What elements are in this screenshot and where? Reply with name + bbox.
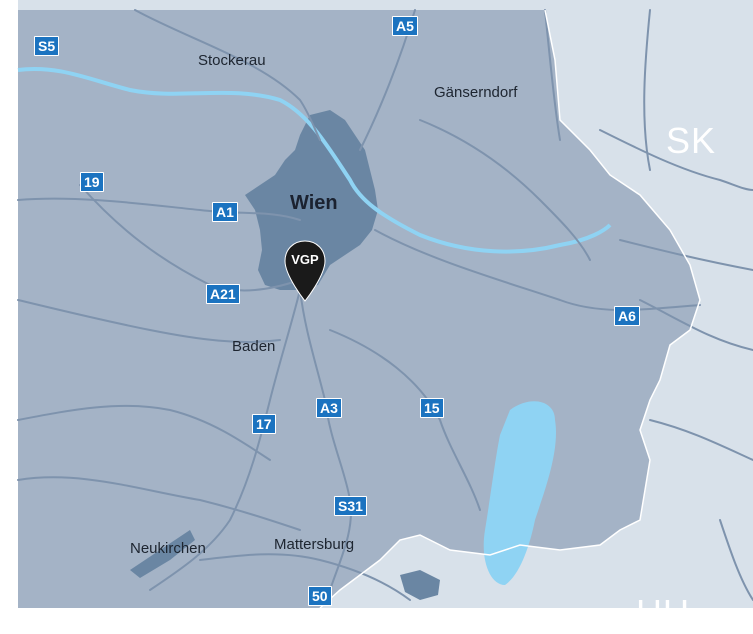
road-shield-a5: A5 — [392, 16, 418, 36]
urban-strip-neukirchen — [130, 530, 195, 578]
road-shield-a21: A21 — [206, 284, 240, 304]
urban-strip — [400, 570, 440, 600]
road-shield-a1: A1 — [212, 202, 238, 222]
road-shield-50: 50 — [308, 586, 332, 606]
road-shield-17: 17 — [252, 414, 276, 434]
place-label-stockerau: Stockerau — [198, 52, 266, 69]
country-label-hu: HU — [636, 592, 690, 633]
road-shield-s5: S5 — [34, 36, 60, 56]
road-shield-19: 19 — [80, 172, 104, 192]
national-border — [319, 9, 701, 609]
place-label-neukirchen: Neukirchen — [130, 540, 206, 557]
map-margin — [0, 0, 18, 626]
road-shield-a3: A3 — [316, 398, 342, 418]
road-shield-s31: S31 — [334, 496, 367, 516]
lake-neusiedl — [483, 401, 556, 585]
place-label-mattersburg: Mattersburg — [274, 536, 355, 553]
vienna-urban-area — [245, 110, 378, 290]
place-label-wien: Wien — [290, 192, 338, 214]
map-margin-bottom — [0, 608, 753, 626]
road-shield-15: 15 — [420, 398, 444, 418]
place-label-gaenserndorf: Gänserndorf — [434, 84, 518, 101]
marker-label-vgp: VGP — [291, 252, 319, 267]
road-shield-a6: A6 — [614, 306, 640, 326]
place-label-baden: Baden — [232, 338, 276, 355]
danube-river — [17, 67, 612, 254]
location-pin-icon[interactable] — [284, 240, 326, 302]
country-label-sk: SK — [666, 120, 717, 161]
